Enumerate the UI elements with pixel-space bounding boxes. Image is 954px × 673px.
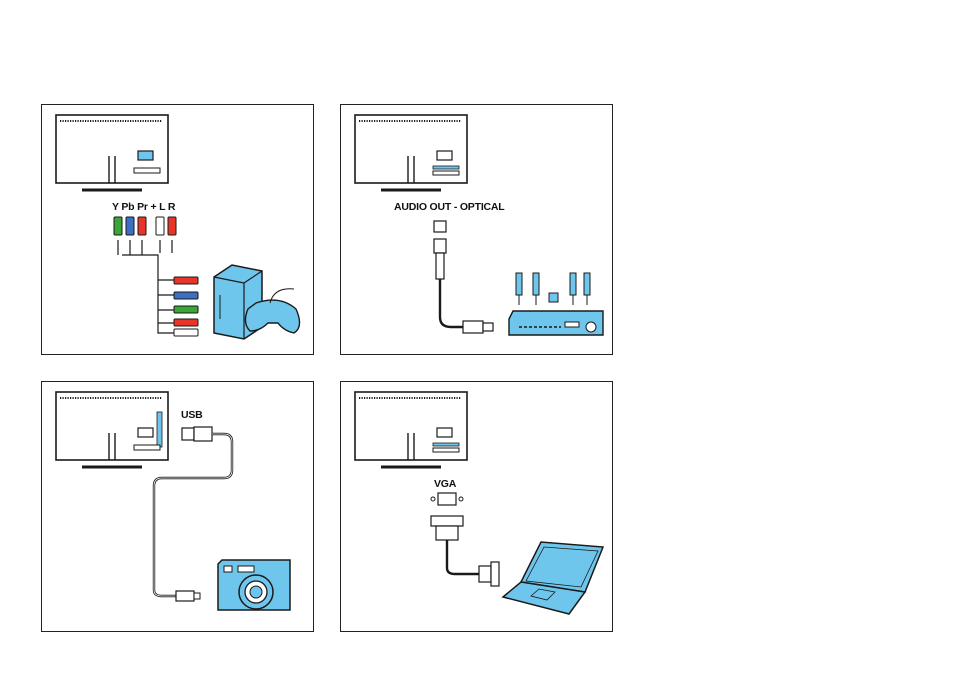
tv-icon — [56, 392, 168, 467]
component-cable — [118, 240, 174, 333]
laptop-icon — [503, 542, 603, 614]
component-port-label: Y Pb Pr + L R — [112, 201, 175, 213]
camera-icon — [218, 560, 290, 610]
rca-plugs-console — [174, 277, 198, 336]
tv-icon — [355, 115, 467, 190]
rca-plug-icon — [114, 217, 176, 235]
speaker-icon — [516, 273, 590, 302]
panel-component-connection: Y Pb Pr + L R — [41, 104, 314, 355]
optical-diagram — [341, 105, 614, 356]
usb-port-label: USB — [181, 409, 203, 421]
panel-optical-connection: AUDIO OUT - OPTICAL — [340, 104, 613, 355]
tv-icon — [56, 115, 168, 190]
optical-plug-icon — [434, 221, 493, 333]
optical-port-label: AUDIO OUT - OPTICAL — [394, 201, 505, 213]
panel-usb-connection: USB — [41, 381, 314, 632]
av-receiver-icon — [509, 311, 603, 335]
vga-diagram — [341, 382, 614, 633]
usb-diagram — [42, 382, 315, 633]
panel-vga-connection: VGA — [340, 381, 613, 632]
component-diagram — [42, 105, 315, 356]
vga-port-label: VGA — [434, 478, 456, 490]
tv-icon — [355, 392, 467, 467]
vga-plug-icon — [431, 493, 499, 586]
